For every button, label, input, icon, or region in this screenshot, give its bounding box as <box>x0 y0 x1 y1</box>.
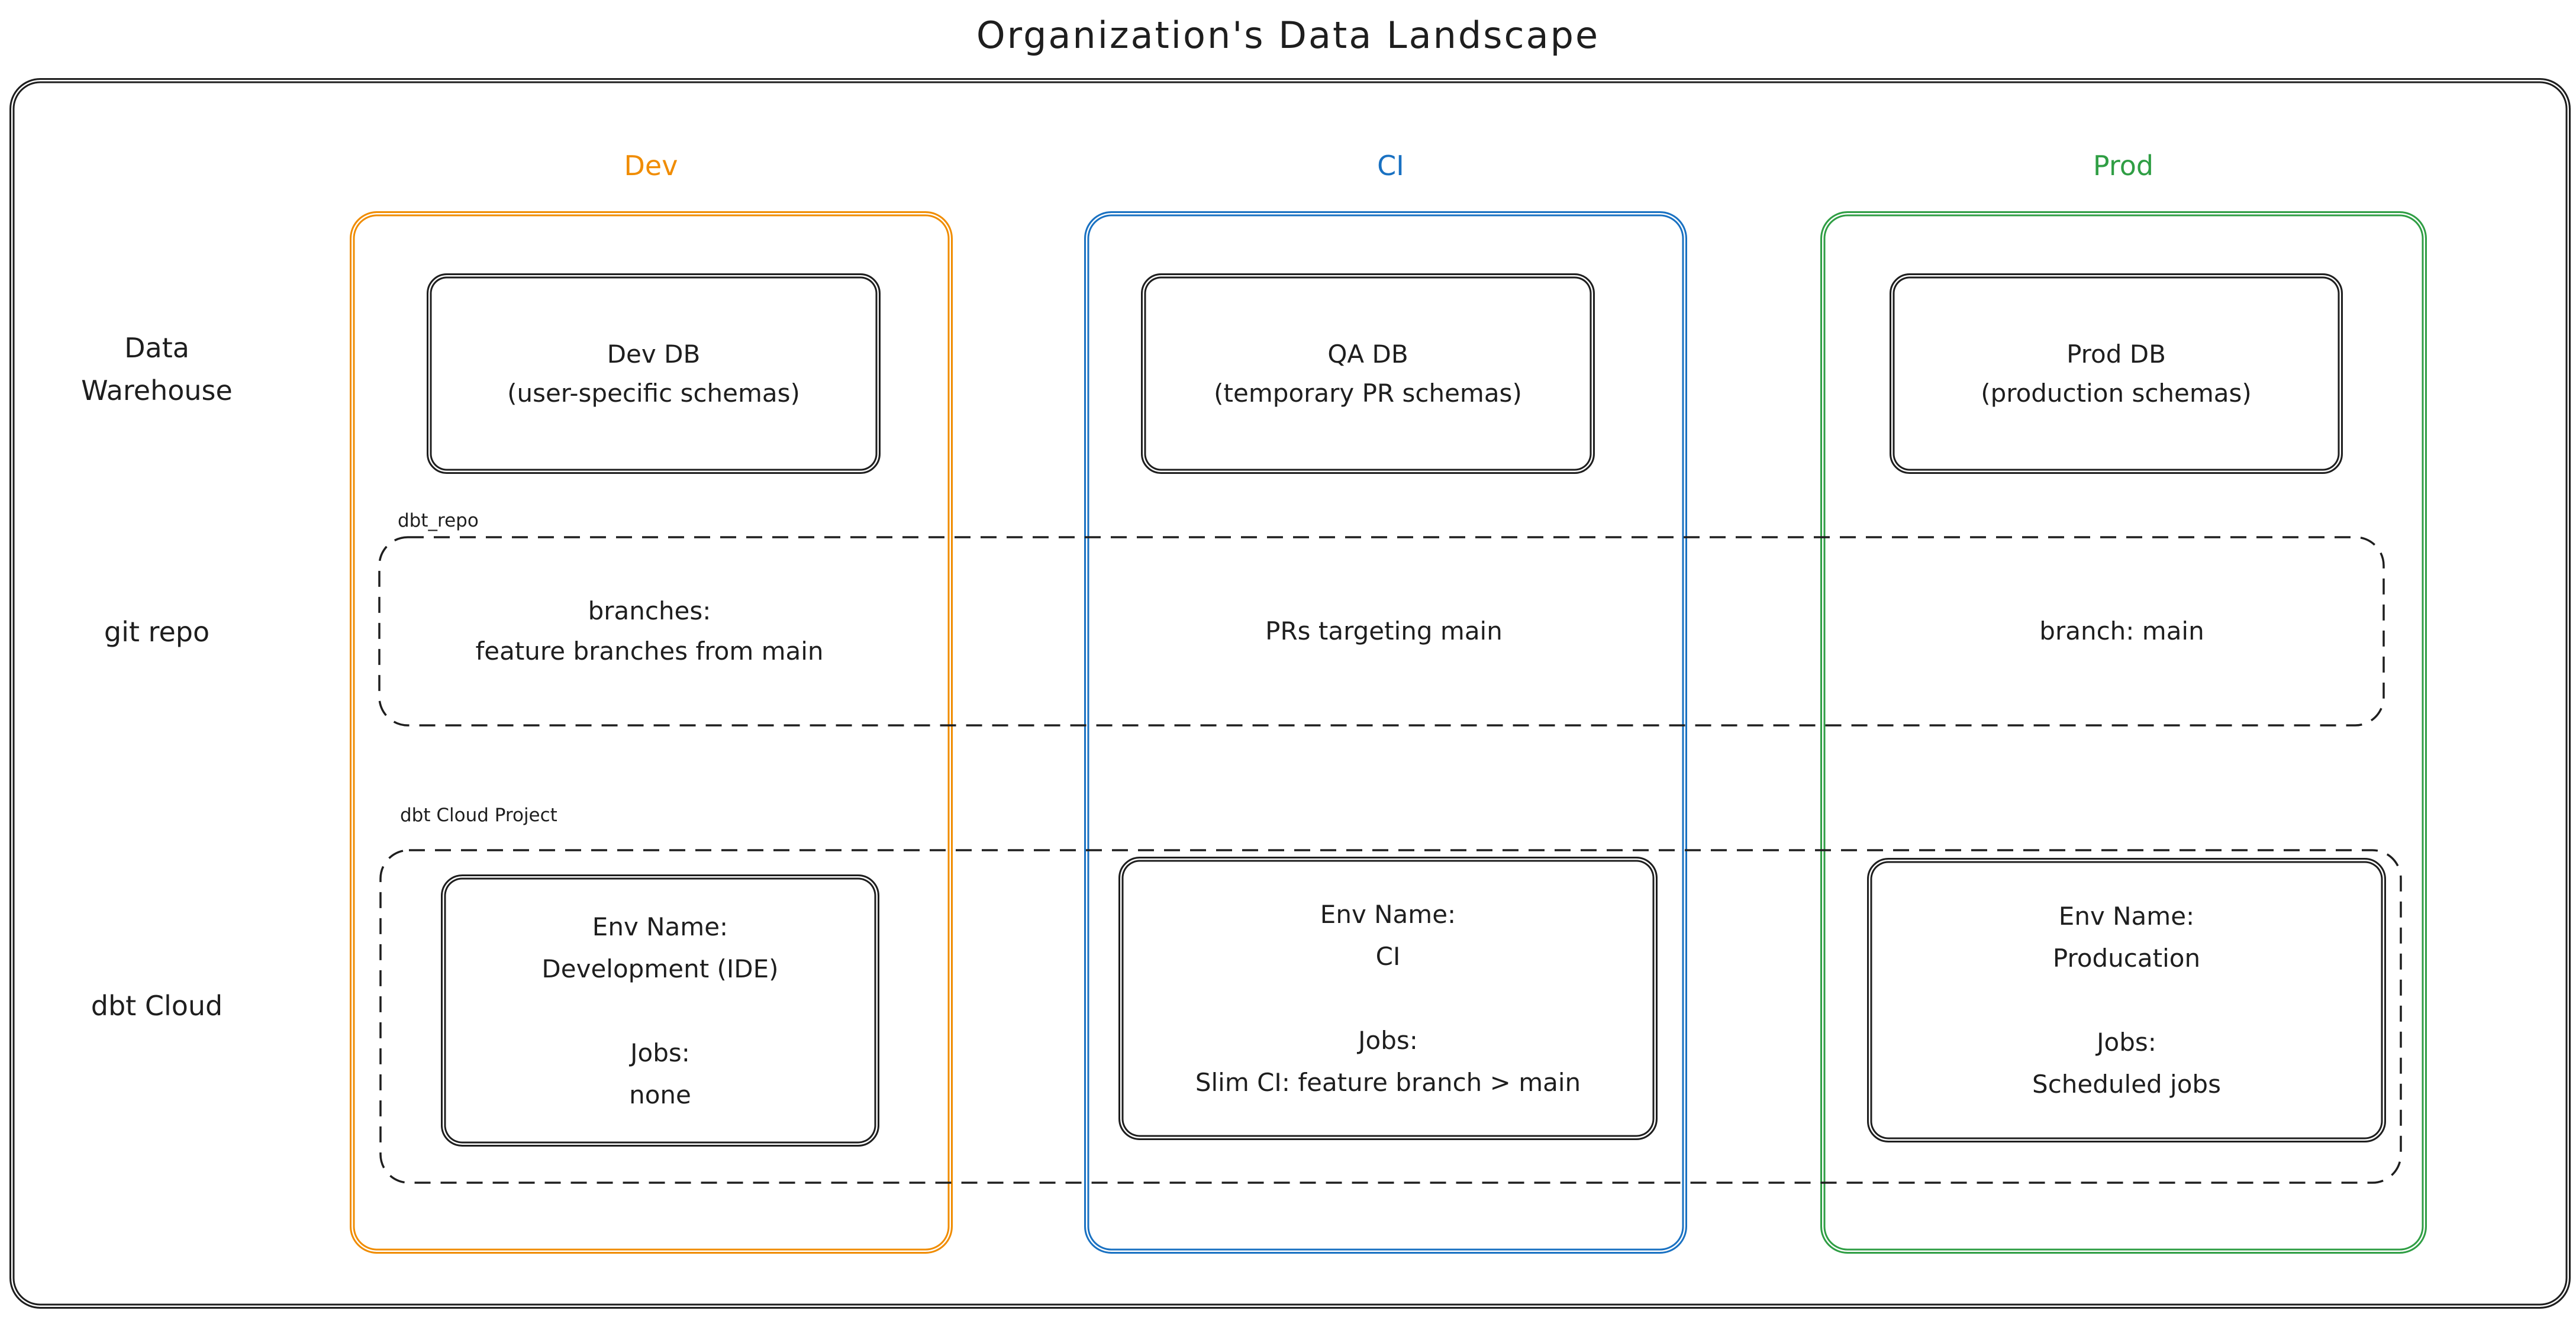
prod-environment-box: Env Name: Producation Jobs: Scheduled jo… <box>1867 858 2386 1142</box>
dev-db-title: Dev DB <box>607 339 701 369</box>
ci-env-name: CI <box>1375 942 1401 971</box>
ci-jobs-value: Slim CI: feature branch > main <box>1195 1068 1581 1097</box>
qa-db-subtitle: (temporary PR schemas) <box>1214 378 1522 408</box>
dbt-cloud-project-box-label: dbt Cloud Project <box>400 805 557 826</box>
prod-db-box: Prod DB (production schemas) <box>1890 273 2343 474</box>
qa-db-box: QA DB (temporary PR schemas) <box>1141 273 1595 474</box>
prod-env-name-label: Env Name: <box>2058 902 2195 931</box>
ci-column-box <box>1084 211 1687 1254</box>
ci-jobs-label: Jobs: <box>1358 1026 1418 1055</box>
diagram-outer-frame <box>9 78 2571 1309</box>
column-header-dev: Dev <box>624 150 678 182</box>
diagram-title: Organization's Data Landscape <box>976 14 1600 57</box>
prod-branches-line1: branch: main <box>2039 616 2204 645</box>
prod-db-subtitle: (production schemas) <box>1981 378 2252 408</box>
row-label-git-repo: git repo <box>104 616 210 648</box>
ci-env-name-label: Env Name: <box>1320 900 1456 929</box>
prod-branches-cell: branch: main <box>1820 537 2423 725</box>
dev-jobs-value: none <box>629 1080 691 1109</box>
row-label-data-warehouse-line1: Data <box>124 332 189 364</box>
row-label-data-warehouse: Data Warehouse <box>21 327 293 412</box>
column-header-ci: CI <box>1377 150 1404 182</box>
qa-db-title: QA DB <box>1327 339 1408 369</box>
ci-branches-cell: PRs targeting main <box>1084 537 1684 725</box>
prod-jobs-label: Jobs: <box>2097 1028 2156 1057</box>
prod-jobs-value: Scheduled jobs <box>2032 1070 2221 1099</box>
dev-branches-line1: branches: <box>588 596 711 625</box>
ci-environment-box: Env Name: CI Jobs: Slim CI: feature bran… <box>1118 857 1658 1140</box>
prod-env-name: Producation <box>2052 944 2201 973</box>
dev-db-box: Dev DB (user-specific schemas) <box>427 273 881 474</box>
dev-environment-box: Env Name: Development (IDE) Jobs: none <box>441 874 879 1147</box>
column-header-prod: Prod <box>2093 150 2154 182</box>
dev-column-box <box>350 211 953 1254</box>
prod-column-box <box>1820 211 2427 1254</box>
dev-branches-cell: branches: feature branches from main <box>350 537 949 725</box>
dev-jobs-label: Jobs: <box>630 1038 690 1067</box>
dev-env-name-label: Env Name: <box>592 912 728 941</box>
dev-db-subtitle: (user-specific schemas) <box>507 378 800 408</box>
git-repo-box-label: dbt_repo <box>398 510 479 531</box>
dev-env-name: Development (IDE) <box>541 954 779 983</box>
dev-branches-line2: feature branches from main <box>475 637 824 666</box>
row-label-dbt-cloud: dbt Cloud <box>91 990 223 1022</box>
ci-branches-line1: PRs targeting main <box>1265 616 1503 645</box>
prod-db-title: Prod DB <box>2066 339 2166 369</box>
row-label-data-warehouse-line2: Warehouse <box>81 375 233 406</box>
